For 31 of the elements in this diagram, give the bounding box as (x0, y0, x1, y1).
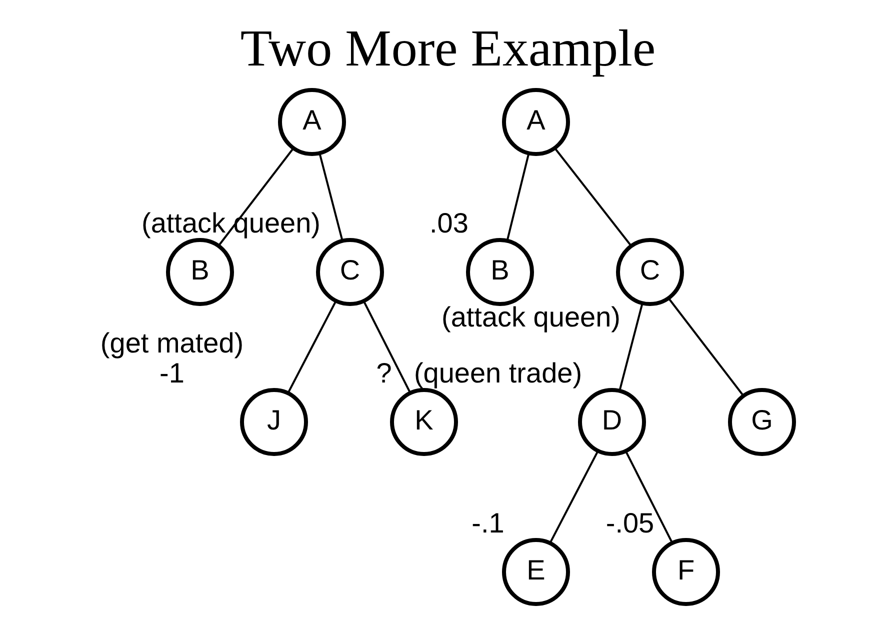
node-circle: A (502, 88, 570, 156)
node-circle: B (466, 238, 534, 306)
connector (363, 301, 412, 394)
node-label: -.05 (606, 507, 654, 538)
connector (554, 147, 632, 246)
node-circle: E (502, 538, 570, 606)
node-circle: K (390, 388, 458, 456)
node-label: -.1 (472, 507, 504, 538)
connector (506, 153, 530, 241)
connector (668, 298, 744, 396)
connector (287, 301, 337, 394)
node-label: ? (376, 357, 392, 388)
node-label: (queen trade) (414, 357, 582, 388)
connector (618, 303, 644, 391)
node-circle: C (316, 238, 384, 306)
node-circle: C (616, 238, 684, 306)
diagram-title: Two More Example (240, 20, 656, 78)
node-circle: B (166, 238, 234, 306)
node-circle: G (728, 388, 796, 456)
node-label: -1 (160, 357, 184, 388)
node-label: (get mated) (100, 327, 244, 358)
node-label: .03 (430, 207, 468, 238)
connector (218, 148, 294, 246)
node-label: (attack queen) (142, 207, 320, 238)
node-circle: J (240, 388, 308, 456)
connector (549, 451, 599, 544)
connector (625, 451, 674, 544)
node-circle: F (652, 538, 720, 606)
node-circle: D (578, 388, 646, 456)
node-circle: A (278, 88, 346, 156)
connector (318, 153, 344, 241)
